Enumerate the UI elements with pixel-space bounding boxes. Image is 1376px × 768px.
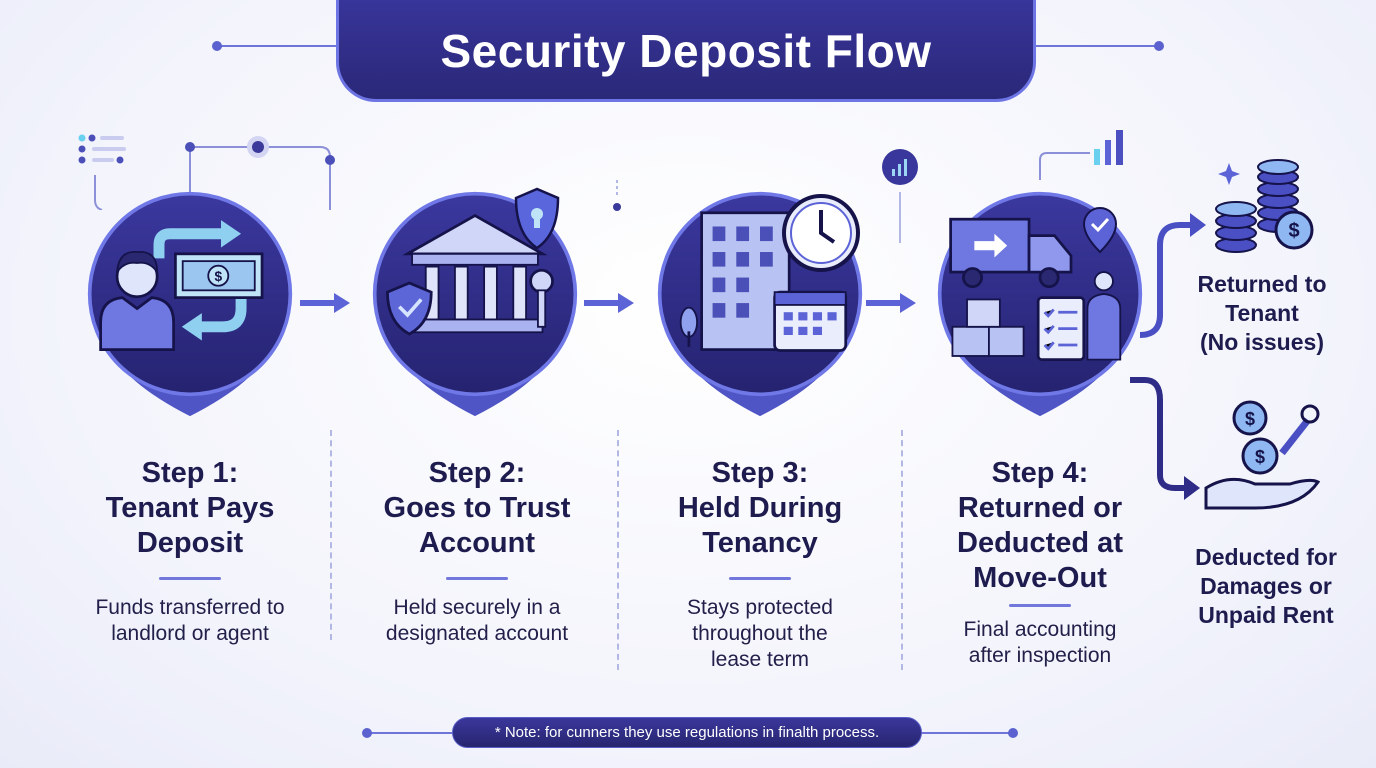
tree-icon bbox=[679, 306, 698, 347]
desc-line: after inspection bbox=[968, 644, 1112, 667]
outcome-deducted: Deducted for Damages or Unpaid Rent bbox=[1166, 543, 1366, 630]
transfer-arrows-icon bbox=[153, 220, 247, 341]
step-heading-line: Move-Out bbox=[973, 562, 1107, 594]
column-separator bbox=[901, 430, 903, 670]
desc-line: Funds transferred to bbox=[95, 596, 285, 619]
cash-bill-icon: $ bbox=[174, 252, 264, 299]
title-connector-left bbox=[216, 45, 366, 47]
outcome-line: Unpaid Rent bbox=[1198, 602, 1334, 628]
person-icon bbox=[99, 251, 175, 351]
chart-bubble-icon bbox=[882, 149, 918, 243]
title-divider bbox=[1009, 604, 1071, 607]
title-divider bbox=[729, 577, 791, 580]
desc-line: designated account bbox=[385, 622, 569, 645]
flow-arrow-2 bbox=[584, 293, 636, 318]
flow-arrow-3 bbox=[866, 293, 918, 318]
step-4-title: Step 4: Returned or Deducted at Move-Out bbox=[900, 456, 1180, 596]
step-1-title: Step 1: Tenant Pays Deposit bbox=[50, 456, 330, 561]
note-connector-left bbox=[366, 732, 456, 734]
step-1-badge: $ bbox=[87, 191, 293, 417]
connector-dot bbox=[1008, 728, 1018, 738]
calendar-icon bbox=[773, 290, 848, 352]
outcome-line: (No issues) bbox=[1200, 329, 1324, 355]
shield-icon bbox=[514, 187, 560, 250]
desc-line: Final accounting bbox=[963, 618, 1117, 641]
flow-arrow-1 bbox=[300, 293, 352, 318]
svg-text:$: $ bbox=[214, 269, 222, 284]
step-label: Step 4: bbox=[991, 457, 1089, 489]
checklist-icon bbox=[1036, 296, 1086, 361]
step-heading-line: Tenancy bbox=[702, 527, 818, 559]
step-heading-line: Tenant Pays bbox=[105, 492, 275, 524]
page-title: Security Deposit Flow bbox=[440, 25, 932, 77]
connector-dot bbox=[1154, 41, 1164, 51]
desc-line: Held securely in a bbox=[393, 596, 561, 619]
connector-dot bbox=[212, 41, 222, 51]
svg-text:$: $ bbox=[1255, 447, 1265, 467]
step-4-description: Final accounting after inspection bbox=[900, 617, 1180, 669]
step-2-description: Held securely in a designated account bbox=[337, 595, 617, 647]
inspector-icon bbox=[1086, 271, 1122, 361]
hand-coins-wrench-icon: $ $ bbox=[1204, 400, 1320, 510]
column-separator bbox=[330, 430, 332, 640]
desc-line: Stays protected bbox=[687, 596, 833, 619]
desc-line: lease term bbox=[710, 648, 810, 671]
boxes-icon bbox=[951, 298, 1025, 357]
step-2-title: Step 2: Goes to Trust Account bbox=[337, 456, 617, 561]
outcome-returned: Returned to Tenant (No issues) bbox=[1162, 270, 1362, 357]
bank-building-icon bbox=[402, 213, 548, 334]
clock-icon bbox=[782, 194, 860, 272]
step-heading-line: Goes to Trust bbox=[383, 492, 571, 524]
footnote: * Note: for cunners they use regulations… bbox=[452, 717, 922, 748]
location-check-icon bbox=[1082, 207, 1118, 254]
column-separator bbox=[617, 430, 619, 670]
step-3-title: Step 3: Held During Tenancy bbox=[620, 456, 900, 561]
step-label: Step 3: bbox=[711, 457, 809, 489]
outcome-line: Damages or bbox=[1200, 573, 1332, 599]
step-1-description: Funds transferred to landlord or agent bbox=[50, 595, 330, 647]
title-connector-right bbox=[1010, 45, 1160, 47]
shield-check-icon bbox=[386, 281, 433, 336]
step-heading-line: Account bbox=[419, 527, 535, 559]
step-heading-line: Returned or bbox=[957, 492, 1123, 524]
step-heading-line: Held During bbox=[677, 492, 843, 524]
title-divider bbox=[159, 577, 221, 580]
desc-line: throughout the bbox=[692, 622, 828, 645]
connector-dot bbox=[362, 728, 372, 738]
key-icon bbox=[529, 268, 554, 328]
note-connector-right bbox=[920, 732, 1010, 734]
coin-stack-icon: $ bbox=[1215, 159, 1314, 253]
step-label: Step 2: bbox=[428, 457, 526, 489]
step-3-description: Stays protected throughout the lease ter… bbox=[620, 595, 900, 673]
step-heading-line: Deducted at bbox=[957, 527, 1123, 559]
desc-line: landlord or agent bbox=[111, 622, 269, 645]
step-heading-line: Deposit bbox=[136, 527, 244, 559]
step-label: Step 1: bbox=[141, 457, 239, 489]
branch-arrows bbox=[1130, 213, 1206, 500]
outcome-line: Tenant bbox=[1225, 300, 1299, 326]
svg-text:$: $ bbox=[1288, 220, 1299, 242]
step-2-badge bbox=[372, 191, 578, 417]
moving-truck-icon bbox=[949, 217, 1073, 289]
title-banner: Security Deposit Flow bbox=[336, 0, 1036, 102]
decorative-dot-line bbox=[613, 180, 621, 211]
outcome-line: Returned to bbox=[1197, 271, 1327, 297]
svg-text:$: $ bbox=[1245, 409, 1255, 429]
bar-chart-icon bbox=[1039, 130, 1123, 180]
step-4-badge bbox=[937, 191, 1143, 417]
decorative-circuit-lines bbox=[78, 134, 335, 210]
title-divider bbox=[446, 577, 508, 580]
outcome-line: Deducted for bbox=[1195, 544, 1337, 570]
